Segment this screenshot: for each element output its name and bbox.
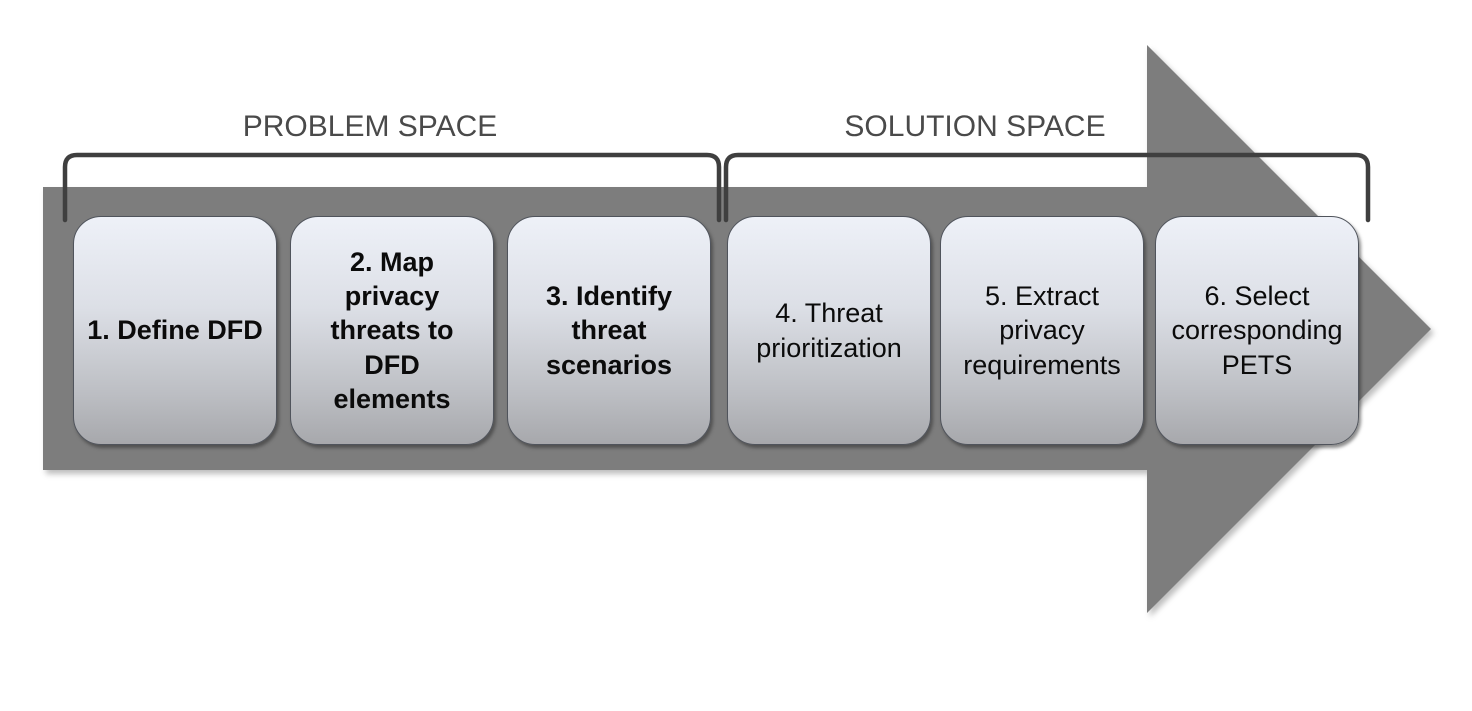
step-box-1-define-dfd: 1. Define DFD [73, 216, 277, 445]
solution-space-label: SOLUTION SPACE [844, 110, 1106, 143]
step-box-5-extract-privacy-requirements: 5. Extract privacy requirements [940, 216, 1144, 445]
problem-space-bracket [62, 152, 722, 223]
step-box-6-select-pets: 6. Select corresponding PETS [1155, 216, 1359, 445]
step-label: 6. Select corresponding PETS [1171, 281, 1343, 380]
step-label: 1. Define DFD [87, 315, 263, 346]
problem-space-label: PROBLEM SPACE [242, 110, 498, 143]
step-box-2-map-privacy-threats: 2. Map privacy threats to DFD elements [290, 216, 494, 445]
step-label: 2. Map privacy threats to DFD elements [330, 247, 454, 414]
step-label: 5. Extract privacy requirements [963, 281, 1121, 380]
step-label: 3. Identify threat scenarios [545, 281, 673, 380]
solution-space-bracket [723, 152, 1371, 223]
step-box-3-identify-threat-scenarios: 3. Identify threat scenarios [507, 216, 711, 445]
step-box-4-threat-prioritization: 4. Threat prioritization [727, 216, 931, 445]
step-label: 4. Threat prioritization [756, 298, 902, 363]
